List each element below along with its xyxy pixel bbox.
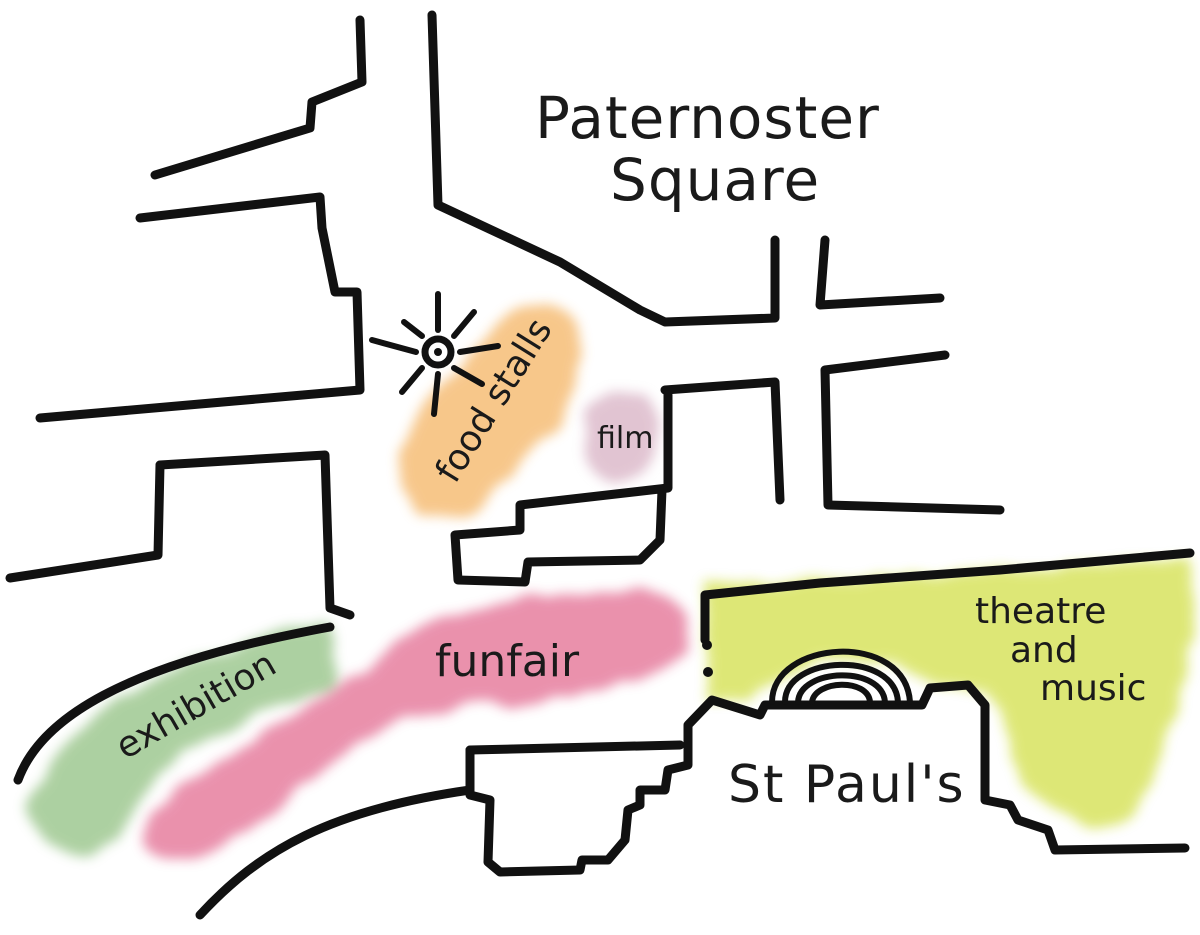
street-outlines (5, 10, 1195, 920)
zone-food-stalls[interactable] (399, 306, 586, 516)
and-label: and (1010, 630, 1078, 671)
zone-theatre-music[interactable] (705, 560, 1195, 828)
music-label: music (1040, 668, 1146, 709)
map-title-line2: Square (610, 146, 820, 214)
theatre-label: theatre (975, 591, 1106, 632)
zone-exhibition[interactable] (25, 620, 340, 853)
film-label: film (597, 421, 653, 456)
map-title-line1: Paternoster (535, 84, 880, 152)
funfair-label: funfair (435, 636, 580, 687)
sun-column-icon (369, 291, 501, 417)
zone-funfair[interactable] (143, 589, 692, 862)
zone-film[interactable] (585, 391, 658, 484)
st-pauls-label: St Paul's (728, 755, 966, 815)
